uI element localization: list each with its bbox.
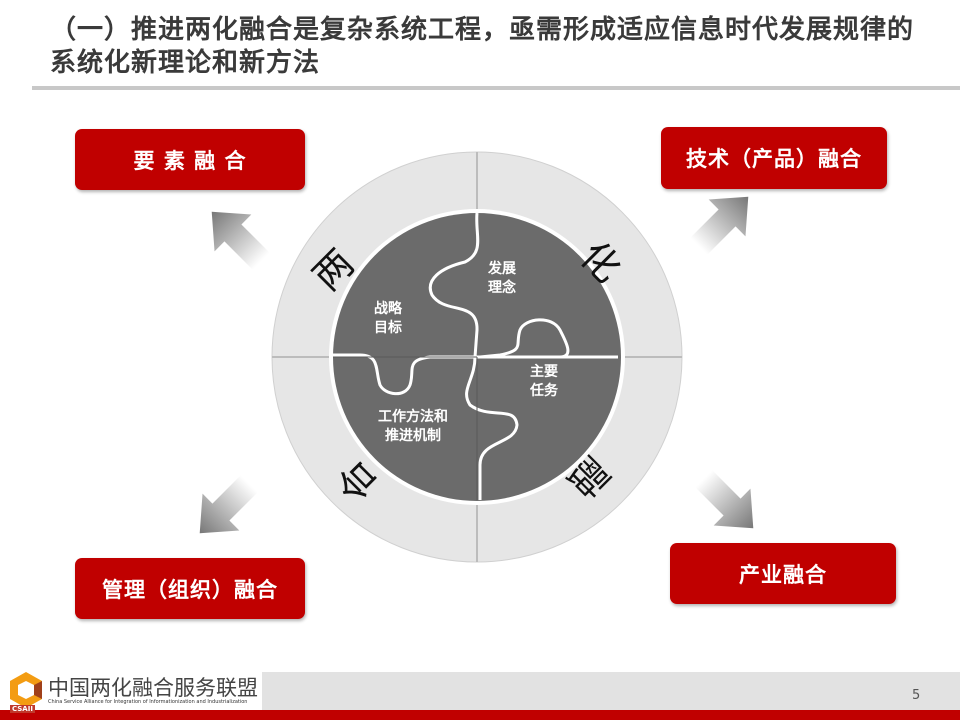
arrow-bottom-right-icon: [695, 470, 754, 529]
box-management-integration: 管理（组织）融合: [75, 558, 305, 619]
logo-abbr: CSAII: [10, 705, 35, 713]
page-title: （一）推进两化融合是复杂系统工程，亟需形成适应信息时代发展规律的系统化新理论和新…: [50, 15, 915, 78]
box-element-integration: 要 素 融 合: [75, 129, 305, 190]
arrow-top-left-icon: [211, 211, 270, 270]
box-technology-integration: 技术（产品）融合: [661, 127, 887, 189]
arrow-top-right-icon: [690, 196, 749, 255]
title-divider: [32, 86, 960, 90]
csaii-logo-icon: [10, 672, 42, 708]
org-name-cn: 中国两化融合服务联盟: [48, 676, 258, 700]
box-industry-integration: 产业融合: [670, 543, 896, 604]
footer-logo: [0, 668, 262, 710]
puzzle-label-main-tasks: 主要任务: [530, 364, 558, 399]
footer-accent-bar: [0, 710, 960, 720]
page-number: 5: [912, 688, 921, 703]
puzzle-label-development-concept: 发展理念: [488, 261, 516, 296]
puzzle-label-methods-mechanisms: 工作方法和推进机制: [378, 409, 448, 444]
puzzle-label-strategic-goal: 战略目标: [374, 301, 402, 336]
org-name-en: China Service Alliance for Integration o…: [48, 699, 248, 705]
arrow-bottom-left-icon: [199, 475, 258, 534]
